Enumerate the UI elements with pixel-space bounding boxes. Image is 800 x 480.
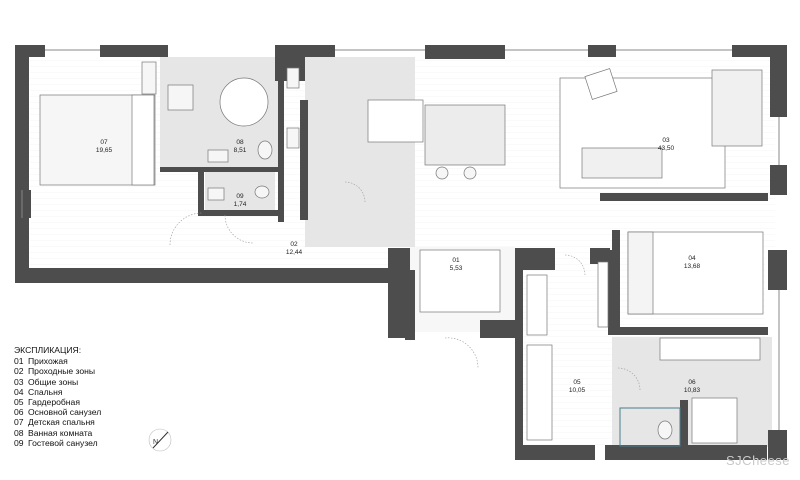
legend-item: 06 Основной санузел [14, 407, 101, 417]
legend-item: 05 Гардеробная [14, 397, 101, 407]
windows [21, 49, 780, 430]
legend-label: Спальня [28, 386, 63, 397]
legend-label: Прихожая [28, 356, 68, 367]
round-bathtub [219, 77, 269, 127]
room-area: 8,51 [234, 147, 247, 154]
room-legend: ЭКСПЛИКАЦИЯ: 01 Прихожая 02 Проходные зоны… [14, 345, 101, 448]
legend-num: 02 [14, 366, 24, 377]
legend-item: 01 Прихожая [14, 356, 101, 366]
legend-title: ЭКСПЛИКАЦИЯ: [14, 345, 82, 355]
legend-num: 05 [14, 397, 24, 408]
legend-label: Проходные зоны [28, 366, 96, 377]
legend-item: 02 Проходные зоны [14, 366, 101, 376]
room-area: 13,68 [684, 263, 701, 270]
north-label: N [153, 439, 158, 446]
legend-item: 08 Ванная комната [14, 428, 101, 438]
kitchen-tile [305, 57, 415, 247]
room-number: 01 [452, 257, 460, 264]
legend-label: Гостевой санузел [28, 437, 98, 448]
legend-num: 07 [14, 417, 24, 428]
legend-num: 03 [14, 376, 24, 387]
walls [15, 45, 787, 460]
room-area: 10,83 [684, 387, 701, 394]
room-area: 43,50 [658, 145, 675, 152]
room-area: 10,05 [569, 387, 586, 394]
north-arrow-icon: N [148, 428, 172, 452]
legend-item: 09 Гостевой санузел [14, 438, 101, 448]
legend-label: Гардеробная [28, 397, 80, 408]
room-number: 06 [688, 379, 696, 386]
legend-label: Основной санузел [28, 407, 102, 418]
room-area: 19,65 [96, 147, 113, 154]
kitchen-island [367, 99, 424, 143]
legend-label: Детская спальня [28, 417, 95, 428]
room-labels: 07 19,65 08 8,51 09 1,74 02 12,44 01 5,5… [96, 137, 701, 394]
sofa [711, 69, 763, 147]
room-number: 07 [100, 139, 108, 146]
watermark: SJCheese [726, 453, 790, 468]
room-number: 03 [662, 137, 670, 144]
room-number: 05 [573, 379, 581, 386]
legend-label: Общие зоны [28, 376, 79, 387]
legend-num: 09 [14, 437, 24, 448]
legend-item: 03 Общие зоны [14, 377, 101, 387]
room-number: 08 [236, 139, 244, 146]
door-swings [169, 181, 641, 391]
room-area: 5,53 [450, 265, 463, 272]
room-area: 1,74 [234, 201, 247, 208]
legend-label: Ванная комната [28, 427, 93, 438]
legend-item: 07 Детская спальня [14, 417, 101, 427]
room-number: 09 [236, 193, 244, 200]
furniture [39, 61, 764, 447]
dining-table [424, 104, 506, 166]
room-area: 12,44 [286, 249, 303, 256]
room-number: 02 [290, 241, 298, 248]
armchair [584, 68, 618, 100]
legend-num: 06 [14, 407, 24, 418]
room-number: 04 [688, 255, 696, 262]
legend-num: 04 [14, 386, 24, 397]
legend-num: 08 [14, 427, 24, 438]
legend-item: 04 Спальня [14, 387, 101, 397]
legend-num: 01 [14, 356, 24, 367]
